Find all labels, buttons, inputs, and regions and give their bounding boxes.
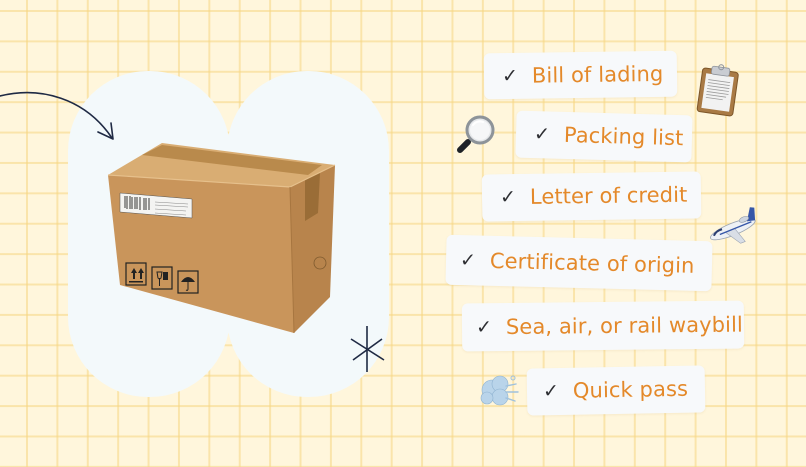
airplane-icon xyxy=(710,207,756,244)
check-icon: ✓ xyxy=(499,186,517,209)
checklist-item-quick-pass: ✓ Quick pass xyxy=(526,365,706,416)
wind-icon xyxy=(480,375,519,406)
clipboard-icon xyxy=(696,64,739,117)
check-icon: ✓ xyxy=(542,379,560,403)
check-icon: ✓ xyxy=(459,248,477,271)
checklist-item-letter-of-credit: ✓ Letter of credit xyxy=(481,171,702,222)
check-icon: ✓ xyxy=(501,64,519,87)
cardboard-box-image xyxy=(107,143,336,334)
arrow-icon xyxy=(0,91,114,140)
checklist-item-label: Certificate of origin xyxy=(489,248,695,278)
checklist-item-label: Sea, air, or rail waybill xyxy=(505,312,744,339)
magnifier-icon xyxy=(457,115,495,153)
checklist-item-packing-list: ✓ Packing list xyxy=(515,110,693,163)
checklist-item-certificate-of-origin: ✓ Certificate of origin xyxy=(445,234,713,292)
checklist-item-label: Packing list xyxy=(563,122,684,151)
checklist-item-waybill: ✓ Sea, air, or rail waybill xyxy=(461,300,745,352)
check-icon: ✓ xyxy=(533,123,551,146)
sparkle-icon xyxy=(350,326,385,372)
check-icon: ✓ xyxy=(475,315,493,338)
checklist-item-label: Quick pass xyxy=(572,376,689,403)
checklist-item-label: Letter of credit xyxy=(529,182,688,209)
checklist-item-label: Bill of lading xyxy=(531,61,664,88)
checklist-item-bill-of-lading: ✓ Bill of lading xyxy=(483,50,678,100)
